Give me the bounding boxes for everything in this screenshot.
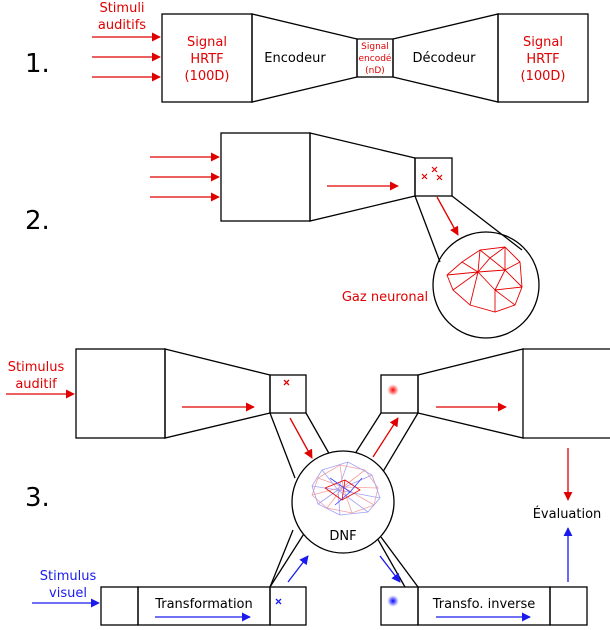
section-2-number: 2. xyxy=(25,206,50,236)
neural-gas-mesh xyxy=(446,246,523,313)
visual-output-box xyxy=(549,586,588,626)
section-2-neural-gas: 2. Gaz neuronal xyxy=(25,132,540,339)
arrow-icon xyxy=(372,417,399,458)
evaluation-label: Évaluation xyxy=(533,506,602,522)
decoder-label: Décodeur xyxy=(413,51,477,66)
section-1-input-label: auditifs xyxy=(98,18,146,33)
section-1-number: 1. xyxy=(25,49,50,79)
arrow-icon xyxy=(436,196,459,236)
arrow-icon xyxy=(289,417,313,459)
signal-in-label: (100D) xyxy=(185,69,230,84)
arrow-icon xyxy=(379,555,401,583)
connector-line xyxy=(380,536,419,588)
connector-line xyxy=(377,412,419,481)
dnf-label: DNF xyxy=(329,529,356,544)
audio-decoder-trapezoid xyxy=(417,348,524,439)
code-box xyxy=(414,157,453,197)
arrow-icon xyxy=(287,555,309,583)
transformation-label: Transformation xyxy=(154,597,253,612)
encoder-label: Encodeur xyxy=(264,51,326,66)
x-mark-icon xyxy=(275,598,282,605)
zoom-line xyxy=(414,195,441,263)
code-label: encodé xyxy=(359,53,392,64)
gaussian-blob-icon xyxy=(387,384,399,396)
dnf-mesh xyxy=(311,461,381,516)
connector-line xyxy=(269,529,294,588)
section-3-dnf-architecture: 3. Stimulus auditif Évaluation xyxy=(6,348,610,626)
signal-out-label: Signal xyxy=(523,35,563,50)
visual-input-label: Stimulus xyxy=(40,569,97,584)
section-1-input-label: Stimuli xyxy=(99,1,144,16)
signal-out-label: HRTF xyxy=(526,52,559,67)
audio-signal-box xyxy=(75,348,166,439)
neural-gas-circle xyxy=(432,231,540,339)
signal-in-label: HRTF xyxy=(190,52,223,67)
audio-code-box xyxy=(269,374,307,414)
audio-input-label: Stimulus xyxy=(8,360,65,375)
section-1-input-arrows xyxy=(92,32,161,82)
connector-line xyxy=(269,412,296,479)
section-1-autoencoder: 1. Stimuli auditifs Signal HRTF (100D) E… xyxy=(25,1,589,103)
code-label: (nD) xyxy=(365,66,385,76)
signal-box xyxy=(220,132,311,222)
signal-in-label: Signal xyxy=(187,35,227,50)
gaussian-blob-icon xyxy=(387,595,399,607)
visual-decoded-box xyxy=(380,586,419,626)
encoder-trapezoid xyxy=(309,132,416,222)
x-mark-icon xyxy=(283,379,290,386)
inverse-transformation-label: Transfo. inverse xyxy=(432,597,536,612)
signal-out-box xyxy=(497,13,589,103)
zoom-line xyxy=(451,195,523,251)
visual-input-label: visuel xyxy=(49,586,87,601)
section-3-number: 3. xyxy=(25,483,50,513)
visual-code-box xyxy=(269,586,307,626)
neural-gas-label: Gaz neuronal xyxy=(342,290,428,305)
audio-input-label: auditif xyxy=(15,377,57,392)
visual-input-box xyxy=(100,586,139,626)
code-label: Signal xyxy=(361,42,389,52)
signal-out-label: (100D) xyxy=(521,69,566,84)
x-mark-icon xyxy=(421,166,443,181)
decoded-code-box xyxy=(380,374,419,414)
audio-encoder-trapezoid xyxy=(164,348,271,439)
